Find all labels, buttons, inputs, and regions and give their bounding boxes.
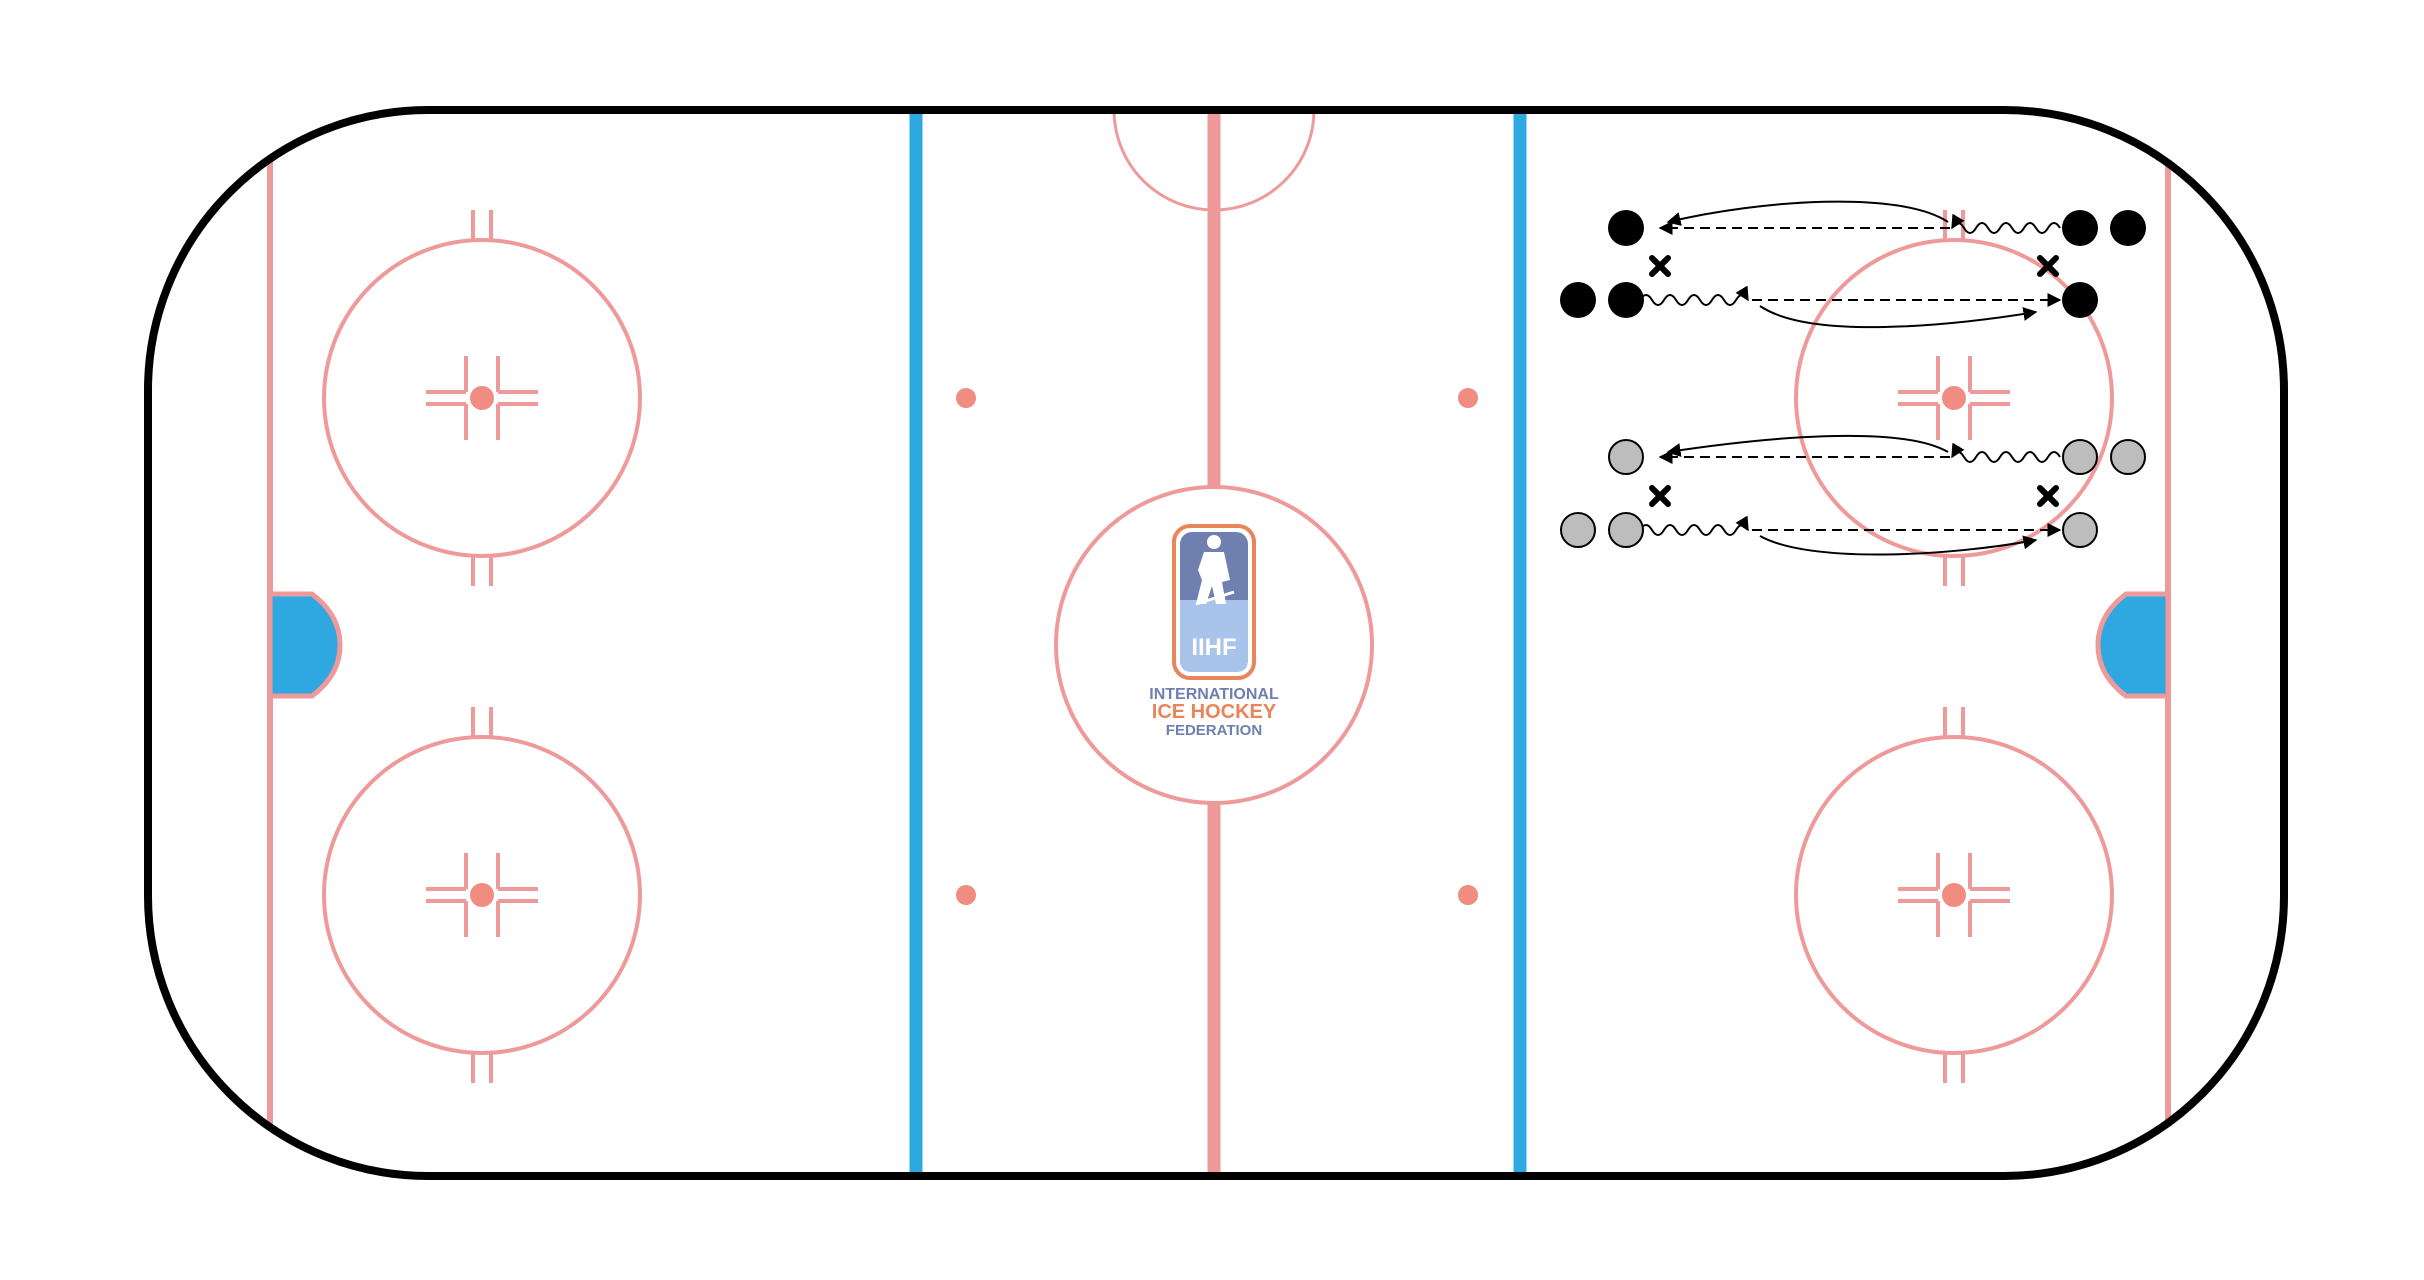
faceoff-circle [1794,735,2114,1055]
player-gray [2062,439,2098,475]
end-zone-faceoff [1794,707,2114,1083]
neutral-zone-dot [1458,388,1478,408]
player-black [2062,282,2098,318]
player-gray [1608,439,1644,475]
faceoff-dot [470,883,494,907]
neutral-zone-dot [956,388,976,408]
player-gray [2110,439,2146,475]
skate-wavy-arrow [1639,285,1749,306]
end-zone-faceoff [322,707,642,1083]
end-zone-faceoff [322,210,642,586]
skate-curved-arrow [1666,434,1949,458]
cone-x [1649,485,1671,507]
faceoff-circles [322,210,2114,1083]
faceoff-circle [1794,238,2114,558]
skate-wavy-arrow [1951,442,2061,463]
faceoff-circle [322,238,642,558]
player-black [1608,282,1644,318]
skate-wavy-arrow [1639,515,1749,536]
goal-crease-left [267,591,343,699]
faceoff-circle [322,735,642,1055]
player-black [1608,210,1644,246]
skate-wavy-arrow [1951,213,2061,234]
rink-boards [144,106,2288,1180]
cone-x [1649,255,1671,277]
skate-curved-arrow [1759,305,2038,329]
player-gray [2062,512,2098,548]
logo-badge-text: IIHF [1191,634,1236,661]
player-black [1560,282,1596,318]
player-gray [1608,512,1644,548]
logo-line-international: INTERNATIONAL [1149,686,1279,703]
faceoff-dot [1942,386,1966,410]
faceoff-dot [1942,883,1966,907]
hockey-player-icon [1195,535,1235,606]
player-black [2062,210,2098,246]
logo-line-ice-hockey: ICE HOCKEY [1152,701,1277,723]
player-gray [1560,512,1596,548]
referee-crease [1112,110,1316,212]
rink-markings [267,110,2171,1176]
iihf-logo: IIHF INTERNATIONAL ICE HOCKEY FEDERATION [1149,524,1279,739]
neutral-zone-dot [1458,885,1478,905]
skate-curved-arrow [1666,200,1949,226]
cone-x [2037,255,2059,277]
skate-curved-arrow [1759,535,2038,556]
cone-x [2037,485,2059,507]
player-black [2110,210,2146,246]
drill-layer [1560,200,2146,556]
goal-crease-right [2095,591,2171,699]
faceoff-dot [470,386,494,410]
logo-line-federation: FEDERATION [1166,722,1262,739]
neutral-zone-dot [956,885,976,905]
